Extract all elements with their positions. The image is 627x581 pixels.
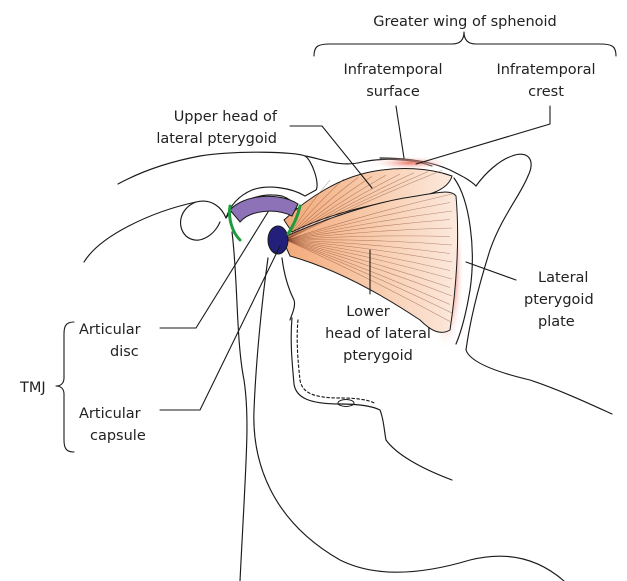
label-infratemporal-crest-line1: Infratemporal — [496, 62, 595, 78]
infratemporal-crest-line — [416, 106, 550, 164]
label-upper-head-line1: Upper head of — [174, 109, 278, 125]
label-lateral-plate-line1: Lateral — [538, 270, 588, 286]
label-articular-capsule-line2: capsule — [90, 428, 146, 444]
mandible-posterior-outline — [232, 232, 247, 581]
label-lower-head-line2: head of lateral — [325, 326, 431, 342]
label-lower-head-line3: pterygoid — [343, 348, 413, 364]
eminence-outline — [181, 202, 220, 240]
canal-foramen — [338, 400, 354, 407]
label-articular-capsule-line1: Articular — [79, 406, 141, 422]
infratemporal-surface-attachment — [368, 156, 452, 170]
label-articular-disc-line2: disc — [110, 344, 139, 360]
mandibular-canal — [291, 318, 452, 480]
coronoid-outline — [282, 258, 295, 320]
label-upper-head-line2: lateral pterygoid — [156, 131, 277, 147]
articular-disc-line — [160, 212, 268, 328]
label-lower-head-line1: Lower — [346, 304, 389, 320]
infratemporal-surface-line — [396, 106, 404, 158]
label-infratemporal-surface-line2: surface — [366, 84, 420, 100]
lateral-plate-line — [466, 262, 516, 280]
tmj-brace — [56, 322, 74, 452]
label-articular-disc-line1: Articular — [79, 322, 141, 338]
label-greater-wing: Greater wing of sphenoid — [373, 14, 557, 30]
label-lateral-plate-line3: plate — [538, 314, 575, 330]
label-infratemporal-crest-line2: crest — [528, 84, 564, 100]
greater-wing-brace — [314, 32, 616, 56]
label-infratemporal-surface-line1: Infratemporal — [343, 62, 442, 78]
label-lateral-plate-line2: pterygoid — [524, 292, 594, 308]
label-tmj: TMJ — [19, 380, 46, 396]
